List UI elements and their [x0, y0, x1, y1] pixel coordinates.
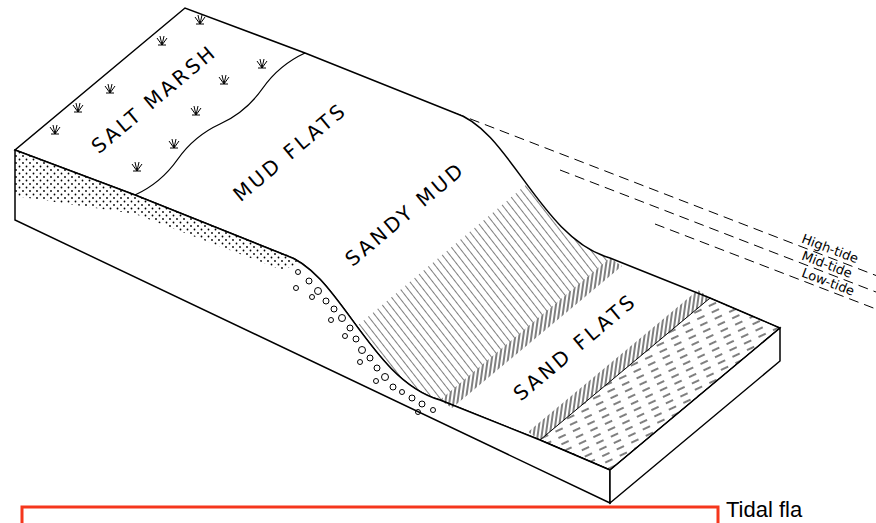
red-frame [22, 507, 718, 523]
grass-tuft [195, 15, 205, 24]
grass-tuft [157, 36, 167, 45]
grass-tuft [105, 84, 115, 93]
grass-tuft [191, 106, 201, 115]
pebble [390, 384, 396, 390]
pebble [367, 355, 373, 361]
pebble [296, 270, 301, 275]
pebble [306, 278, 312, 284]
pebble [416, 410, 421, 415]
grass-tuft [219, 75, 229, 84]
zone-label: SAND FLATS [510, 290, 641, 404]
pebble [315, 288, 322, 295]
zone-label: SALT MARSH [88, 41, 221, 157]
pebble [374, 365, 380, 371]
pebble [400, 390, 405, 395]
pebble [374, 379, 379, 384]
pebble [359, 347, 366, 354]
pebble [353, 336, 359, 342]
pebble [323, 298, 329, 304]
front-face [15, 150, 610, 503]
pebble [431, 408, 436, 413]
grass-tuft [257, 59, 267, 68]
grass-tuft [50, 125, 60, 134]
pebble [331, 306, 337, 312]
water-surface [540, 298, 780, 470]
pebble [329, 318, 334, 323]
pebble [347, 325, 353, 331]
pebble [343, 334, 348, 339]
caption-fragment: Tidal fla [726, 499, 802, 521]
pebble [339, 315, 346, 322]
pebble-group [294, 270, 436, 415]
grass-tuft [169, 139, 179, 148]
pebble [409, 395, 415, 401]
pebble [294, 286, 299, 291]
grass-tuft [132, 162, 142, 171]
zone-label: SANDY MUD [342, 158, 469, 269]
pebble [310, 295, 315, 300]
pebble [382, 374, 389, 381]
zone-label: MUD FLATS [230, 99, 351, 205]
pebble [419, 401, 425, 407]
grass-tuft [73, 103, 83, 112]
pebble [358, 360, 363, 365]
